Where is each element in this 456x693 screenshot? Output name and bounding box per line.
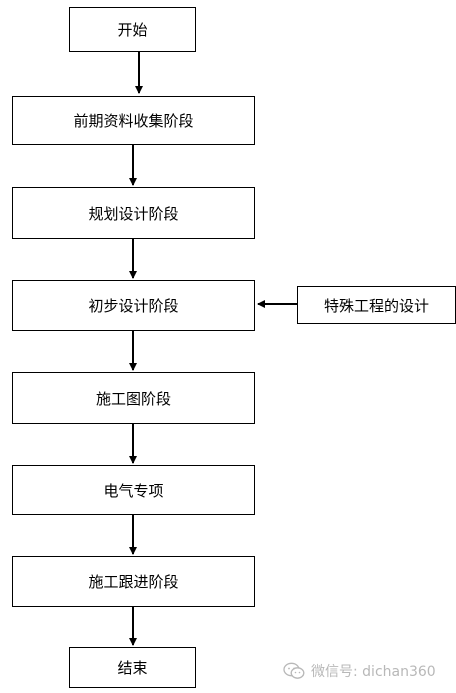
step-electrical-special-label: 电气专项	[103, 481, 164, 500]
step-end-label: 结束	[117, 659, 148, 677]
step-construction-followup: 施工跟进阶段	[12, 556, 255, 607]
step-start-label: 开始	[117, 21, 148, 39]
step-construction-drawing-label: 施工图阶段	[95, 389, 171, 408]
watermark-text: 微信号: dichan360	[311, 664, 436, 680]
step-preliminary-data-collection: 前期资料收集阶段	[12, 96, 255, 145]
step-preliminary-design-label: 初步设计阶段	[88, 297, 179, 315]
step-construction-followup-label: 施工跟进阶段	[88, 573, 179, 591]
side-special-engineering-design-label: 特殊工程的设计	[323, 296, 429, 315]
wechat-watermark: 微信号: dichan360	[283, 661, 436, 681]
side-special-engineering-design: 特殊工程的设计	[297, 286, 456, 324]
step-planning-design: 规划设计阶段	[12, 187, 255, 239]
step-preliminary-design: 初步设计阶段	[12, 280, 255, 331]
step-construction-drawing: 施工图阶段	[12, 372, 255, 424]
step-preliminary-data-collection-label: 前期资料收集阶段	[73, 112, 194, 130]
step-electrical-special: 电气专项	[12, 465, 255, 515]
step-planning-design-label: 规划设计阶段	[88, 204, 179, 223]
step-end: 结束	[69, 647, 196, 688]
step-start: 开始	[69, 7, 196, 52]
wechat-logo-icon	[283, 662, 305, 679]
